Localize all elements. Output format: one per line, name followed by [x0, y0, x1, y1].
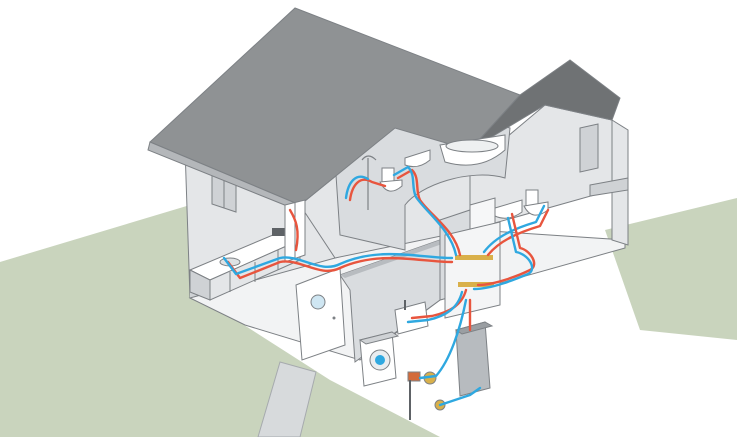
pipe-network	[222, 165, 550, 407]
lawn-right	[605, 198, 737, 340]
hot-water-pipe-15	[288, 208, 299, 252]
cold-water-pipe-13	[418, 298, 468, 380]
bathtub-icon	[439, 134, 506, 166]
hot-water-pipe-8	[476, 212, 536, 287]
window-right	[579, 123, 599, 173]
hot-water-pipe-2	[396, 168, 462, 257]
cold-water-pipe-3	[392, 165, 458, 257]
right-ledge	[589, 177, 629, 197]
shower-icon	[361, 155, 377, 210]
lawn	[0, 205, 440, 437]
cold-water-pipe-5	[344, 175, 370, 200]
washbasin-right-icon	[494, 199, 523, 219]
washing-machine-icon	[358, 331, 400, 387]
hot-water-pipe-0	[226, 256, 454, 280]
hot-water-pipe-6	[486, 208, 550, 257]
water-meter-icon	[407, 371, 446, 420]
roof-right	[469, 59, 621, 151]
cold-water-pipe-1	[222, 252, 454, 276]
kitchen-counter	[188, 231, 302, 301]
water-heater-icon	[454, 321, 494, 397]
cold-water-pipe-9	[472, 216, 534, 291]
cold-water-pipe-11	[406, 290, 464, 324]
front-door-icon	[295, 267, 346, 361]
washbasin-icon	[404, 149, 431, 168]
footpath	[257, 361, 317, 437]
cold-water-pipe-14	[438, 386, 482, 407]
hot-water-pipe-4	[348, 178, 387, 202]
distribution-manifold-icon	[444, 221, 501, 319]
